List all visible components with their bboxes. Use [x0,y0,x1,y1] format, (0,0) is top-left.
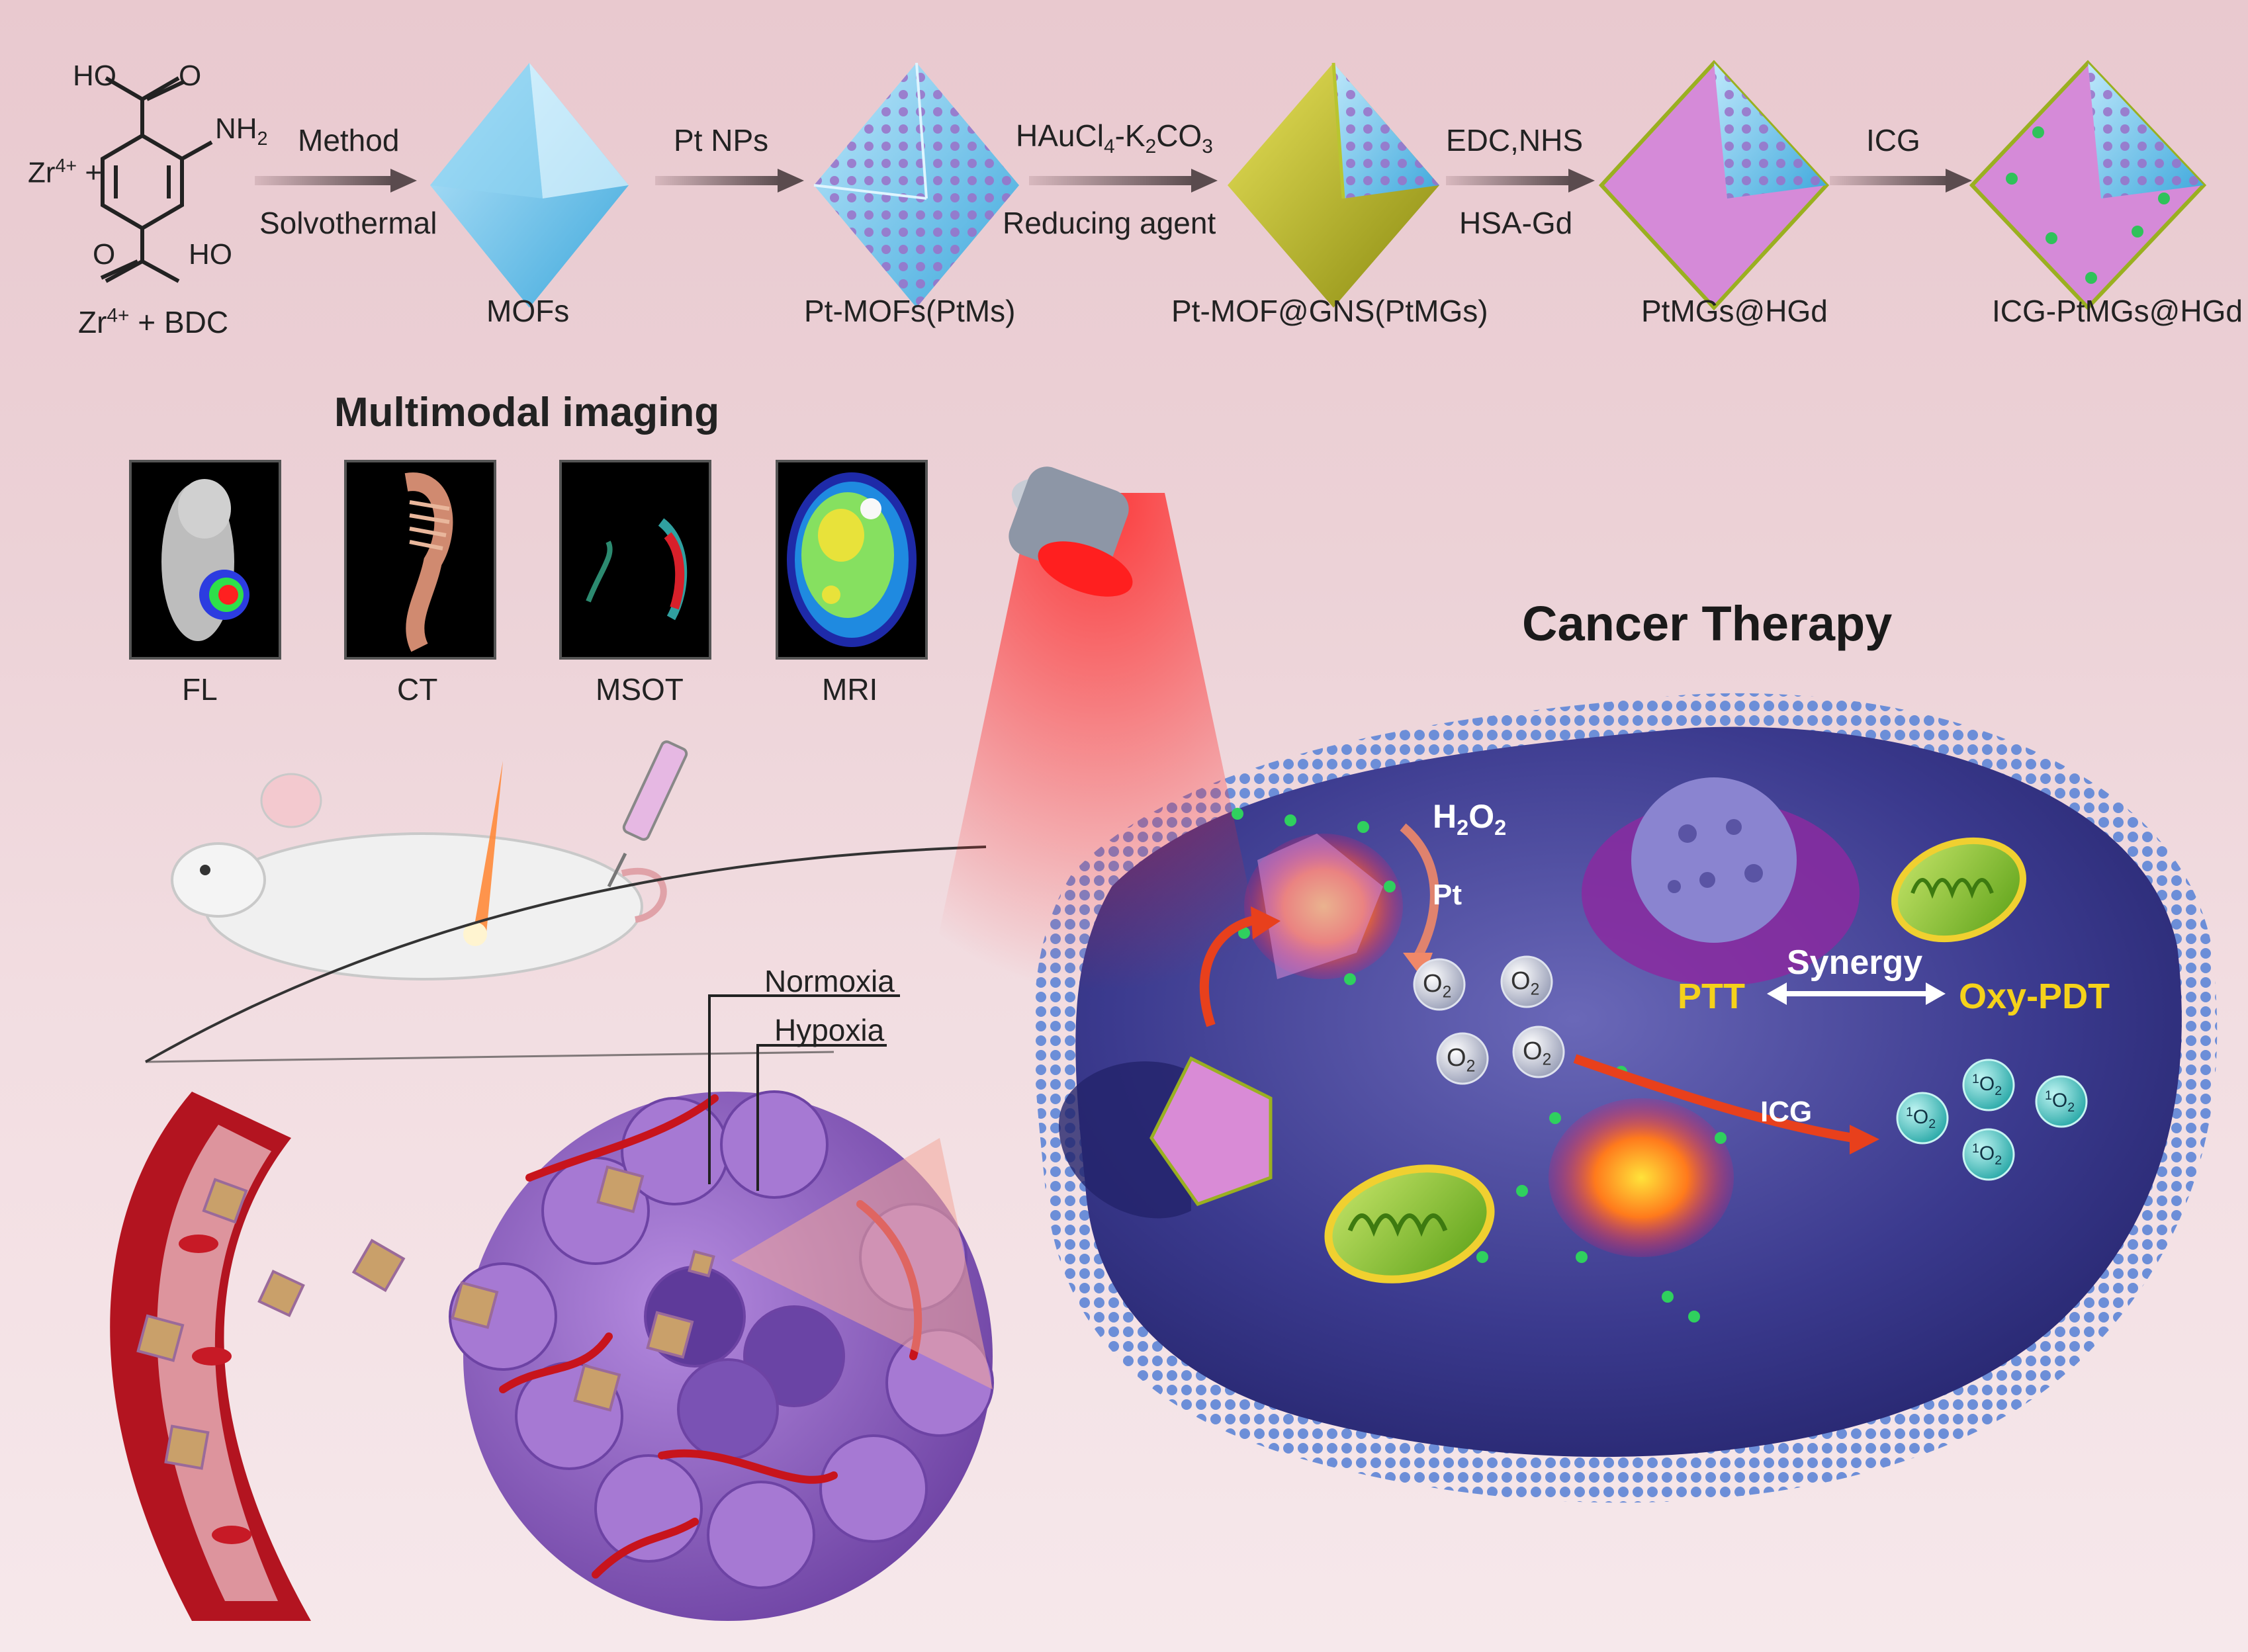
label-zr-ion: Zr4+ + [28,155,103,189]
step-3-top: HAuCl4-K2CO3 [1016,118,1213,158]
product-mofs: MOFs [486,294,570,328]
caption-zr-bdc: Zr4+ + BDC [78,304,229,339]
singlet-o2-3: 1O2 [2045,1088,2075,1115]
imaging-panel-mri [776,460,928,660]
label-ptt: PTT [1678,977,1745,1016]
step-4-bottom: HSA-Gd [1459,206,1573,240]
nanoparticles-in-tumor [451,1165,715,1412]
product-ptmgs: Pt-MOF@GNS(PtMGs) [1171,294,1488,328]
mouse [171,773,667,980]
ptmgs-hgd-octahedron [1598,60,1830,311]
step-3-bottom: Reducing agent [1003,206,1216,240]
singlet-o2-1: 1O2 [1906,1105,1936,1131]
arrow-1 [255,169,417,193]
step-1-bottom: Solvothermal [259,206,437,240]
hypoxia-zoom-wedge [731,1138,993,1389]
singlet-o2-2: 1O2 [1972,1072,2002,1098]
imaging-panel-msot [559,460,711,660]
o2-bubbles [1413,955,1565,1085]
imaging-title: Multimodal imaging [334,390,720,435]
nanoparticle-entering [1149,1056,1273,1207]
o2-bubble-2-label: O2 [1511,967,1540,999]
o2-bubble-1-label: O2 [1423,970,1452,1002]
synergy-arrow [1767,982,1946,1005]
imaging-panel-ct [344,460,496,660]
label-h2o2: H2O2 [1433,798,1507,840]
caption-ct: CT [397,672,438,707]
label-ho-top: HO [73,60,116,92]
label-icg-therapy: ICG [1760,1096,1813,1128]
oxygenation-leaders [708,994,900,1191]
arrow-4 [1446,169,1595,193]
arrow-3 [1029,169,1218,193]
nanoparticle-cluster-upper [1244,834,1403,979]
imaging-panel-fl [129,460,281,660]
ptmgs-octahedron [1228,62,1439,308]
o2-bubble-4-label: O2 [1523,1037,1552,1069]
product-pt-mofs: Pt-MOFs(PtMs) [804,294,1016,328]
caption-fl: FL [182,672,218,707]
step-4-top: EDC,NHS [1446,123,1584,157]
product-icg-ptmgs-hgd: ICG-PtMGs@HGd [1992,294,2243,328]
laser-emitter [926,466,1271,992]
product-ptmgs-hgd: PtMGs@HGd [1641,294,1828,328]
arrow-5 [1830,169,1972,193]
syringe [607,740,688,888]
arrow-2 [655,169,804,193]
mof-octahedron [430,63,629,308]
laser-beam-mouse [463,761,503,946]
therapy-title: Cancer Therapy [1522,596,1893,651]
caption-mri: MRI [822,672,878,707]
nanoparticle-cluster-lower [1549,1098,1734,1257]
label-synergy: Synergy [1787,943,1923,982]
label-normoxia: Normoxia [764,964,895,998]
bdc-molecule [100,76,213,283]
label-o-top: O [179,60,202,92]
label-oxy-pdt: Oxy-PDT [1959,977,2110,1016]
singlet-o2-4: 1O2 [1972,1141,2002,1168]
step-5-top: ICG [1866,123,1920,157]
singlet-oxygen-bubbles [1896,1059,2088,1181]
label-nh2: NH2 [215,112,268,150]
step-2-top: Pt NPs [674,123,769,157]
nucleus [1582,777,1860,986]
o2-bubble-3-label: O2 [1447,1044,1476,1076]
label-hypoxia: Hypoxia [774,1013,885,1047]
step-1-top: Method [298,123,400,157]
mitochondrion-bottom [1324,1164,1495,1283]
label-pt: Pt [1433,879,1462,911]
blood-vessel [110,1092,311,1621]
step-arrows [255,169,1972,193]
zoom-curve [145,846,987,1063]
pt-mof-octahedron [813,62,1019,308]
icg-ptmgs-hgd-octahedron [1969,60,2207,311]
mitochondrion-top [1891,837,2026,943]
tumor-mass [449,1090,994,1621]
label-o-bot: O [93,238,116,271]
nanoparticles-in-blood [136,1178,406,1470]
label-ho-bot: HO [189,238,232,271]
caption-msot: MSOT [596,672,684,707]
